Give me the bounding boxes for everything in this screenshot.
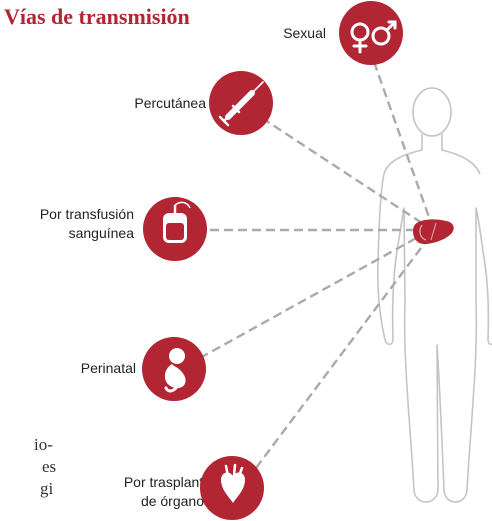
label-percutanea: Percutánea <box>134 95 206 111</box>
label-transfusion-line-1: Por transfusión <box>39 206 134 222</box>
cropped-text-line-1: io- <box>34 435 53 454</box>
connector-lines <box>199 61 432 469</box>
liver-icon <box>413 219 454 244</box>
cropped-text-line-2: es <box>42 457 57 476</box>
human-body-outline <box>377 87 492 503</box>
connector-organos <box>255 239 428 469</box>
label-organos: Por trasplante de órganos <box>80 473 211 511</box>
fetus-icon <box>142 337 206 401</box>
label-transfusion-line-2: sanguínea <box>68 225 134 241</box>
diagram-title: Vías de transmisión <box>4 4 190 29</box>
connector-perinatal <box>199 234 421 360</box>
blood-bag-icon <box>143 197 207 261</box>
label-transfusion: Por transfusión sanguínea <box>4 205 134 243</box>
syringe-icon <box>209 71 273 135</box>
cropped-body-text: io- es gi <box>0 434 56 500</box>
connector-percutanea <box>261 116 426 227</box>
label-organos-line-2: de órganos <box>140 493 211 509</box>
cropped-text-line-3: gi <box>40 479 54 498</box>
label-perinatal: Perinatal <box>80 360 136 376</box>
heart-organ-icon <box>200 456 264 520</box>
label-sexual: Sexual <box>283 25 326 41</box>
venus-mars-icon <box>339 1 403 65</box>
label-organos-line-1: Por trasplante <box>123 474 211 490</box>
